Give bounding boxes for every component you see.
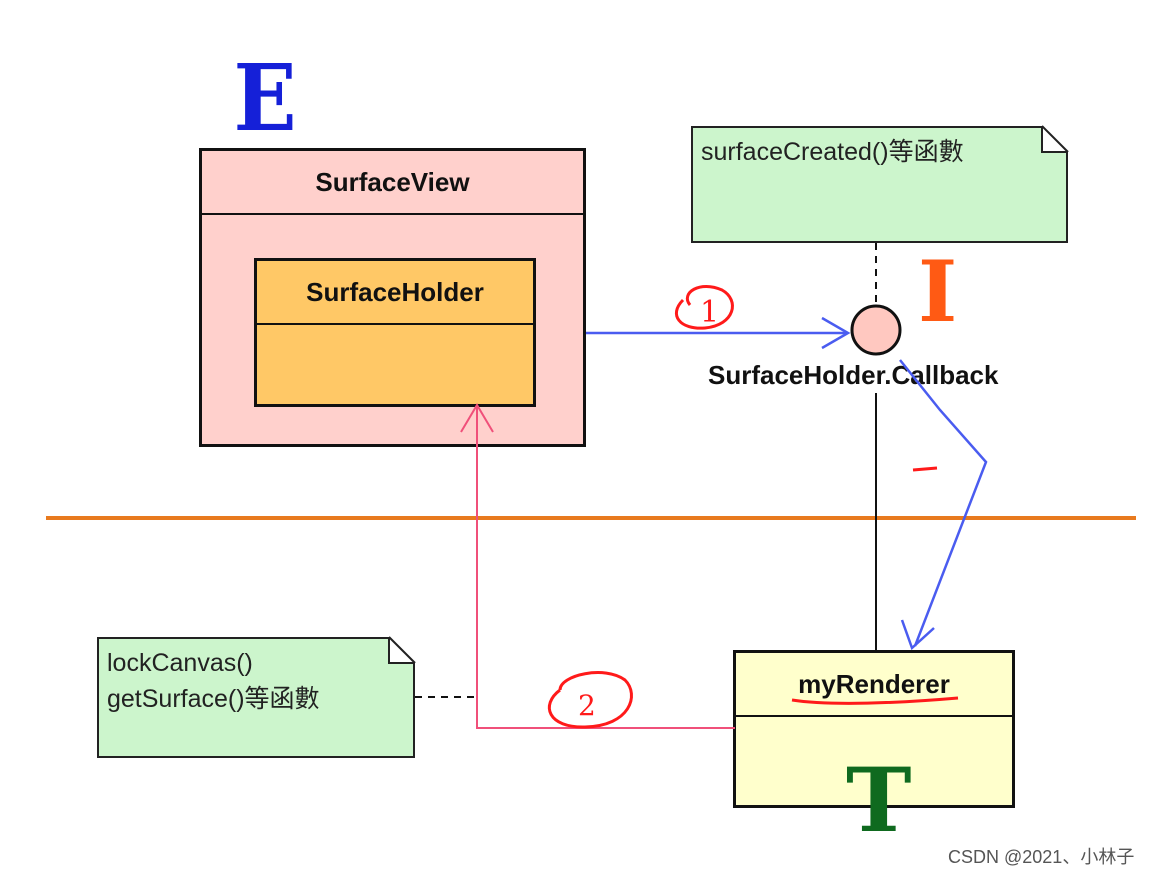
note-bottom-line-1: lockCanvas() [107, 649, 253, 677]
step1-circle [674, 284, 734, 330]
pink-arrow-head [460, 403, 494, 433]
blue-arrow-to-renderer [899, 359, 988, 647]
note-top-fold-diagonal [1041, 125, 1069, 153]
letter-t-label: T [846, 748, 912, 852]
note-top-line-1: surfaceCreated()等函數 [701, 138, 964, 166]
red-mark [912, 466, 938, 472]
step2-circle [548, 671, 633, 729]
note-bottom-fold-line [388, 637, 415, 664]
step2-label: 2 [578, 689, 596, 722]
letter-e-label: E [233, 44, 297, 152]
pink-arrow-to-holder [476, 405, 735, 729]
note-bottom-line-2: getSurface()等函數 [107, 685, 320, 714]
callback-interface-label: SurfaceHolder.Callback [708, 360, 999, 390]
callback-interface-circle [850, 304, 902, 356]
blue-arrow-head-2 [900, 619, 935, 651]
renderer-underline [791, 696, 959, 705]
note-surface-created: surfaceCreated()等函數 [691, 126, 1068, 243]
my-renderer-title: myRenderer [736, 653, 1012, 717]
blue-arrow-head-1 [821, 316, 851, 350]
watermark-text: CSDN @2021、小林子 [948, 847, 1135, 867]
surface-holder-title: SurfaceHolder [257, 261, 533, 325]
surface-view-title: SurfaceView [202, 151, 583, 215]
my-renderer-class: myRenderer [733, 650, 1015, 808]
note-top-fold-line [1041, 126, 1068, 153]
surface-holder-class: SurfaceHolder [254, 258, 536, 407]
letter-i-label: I [918, 242, 958, 341]
step1-label: 1 [700, 295, 719, 330]
note-bottom-fold-diagonal [388, 636, 416, 664]
note-lock-canvas: lockCanvas() getSurface()等函數 [97, 637, 415, 758]
